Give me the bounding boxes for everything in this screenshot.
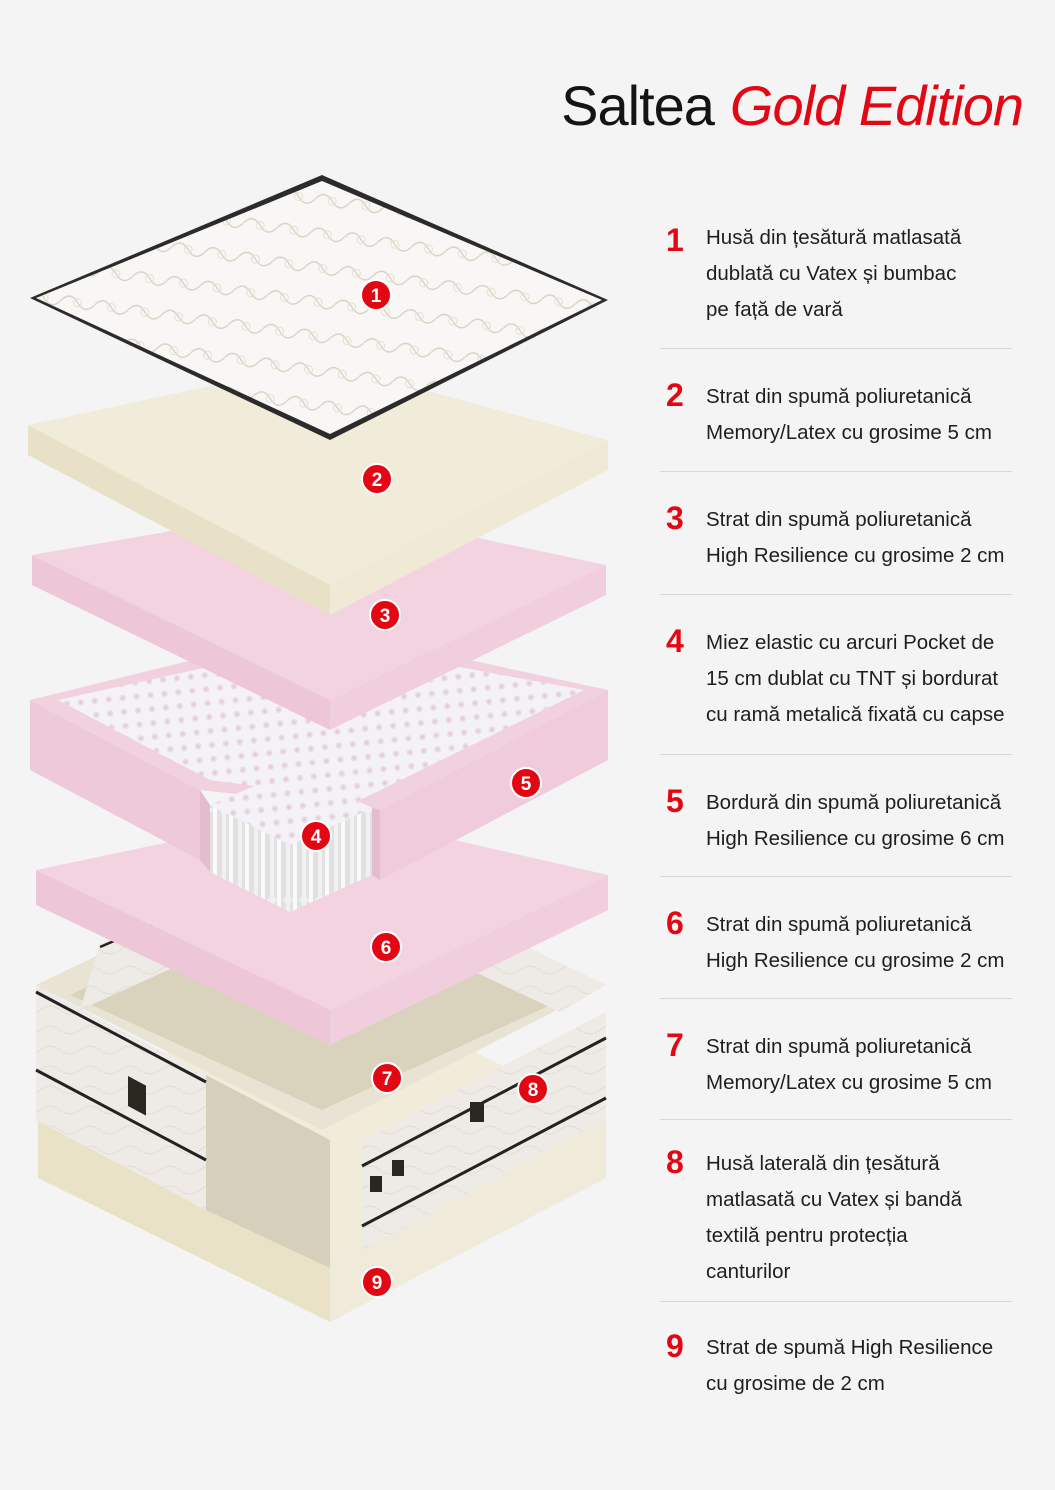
title-main: Saltea: [561, 74, 715, 137]
svg-text:2: 2: [372, 470, 383, 491]
title-accent: Gold Edition: [729, 74, 1024, 137]
legend-number: 2: [666, 377, 684, 413]
legend-description: Strat din spumă poliuretanică High Resil…: [706, 508, 1005, 567]
marker-1: 1: [360, 279, 392, 311]
marker-8: 8: [517, 1073, 549, 1105]
layer-1-shape: [30, 175, 608, 440]
layer-2-shape: [28, 362, 608, 615]
mattress-exploded-illustration: 1 2 3 4 5 6 7 8 9: [0, 160, 640, 1340]
legend-description: Husă din țesătură matlasată dublată cu V…: [706, 226, 962, 321]
legend-number: 7: [666, 1027, 684, 1063]
legend-item-5: 5 Bordură din spumă poliuretanică High R…: [660, 755, 1012, 877]
layer-legend: 1 Husă din țesătură matlasată dublată cu…: [660, 218, 1012, 1412]
legend-item-4: 4 Miez elastic cu arcuri Pocket de 15 cm…: [660, 595, 1012, 755]
legend-number: 8: [666, 1144, 684, 1180]
legend-item-3: 3 Strat din spumă poliuretanică High Res…: [660, 472, 1012, 595]
legend-description: Husă laterală din țesătură matlasată cu …: [706, 1152, 963, 1283]
legend-description: Strat din spumă poliuretanică Memory/Lat…: [706, 385, 992, 444]
legend-description: Bordură din spumă poliuretanică High Res…: [706, 791, 1005, 850]
marker-5: 5: [510, 767, 542, 799]
marker-9: 9: [361, 1266, 393, 1298]
marker-4: 4: [300, 820, 332, 852]
legend-item-9: 9 Strat de spumă High Resilience cu gros…: [660, 1302, 1012, 1412]
svg-text:9: 9: [372, 1273, 383, 1294]
legend-number: 6: [666, 905, 684, 941]
legend-number: 4: [666, 623, 684, 659]
legend-number: 5: [666, 783, 684, 819]
legend-number: 1: [666, 222, 684, 258]
legend-number: 9: [666, 1328, 684, 1364]
marker-2: 2: [361, 463, 393, 495]
legend-number: 3: [666, 500, 684, 536]
layer-6-shape: [36, 810, 608, 1045]
marker-3: 3: [369, 599, 401, 631]
legend-item-8: 8 Husă laterală din țesătură matlasată c…: [660, 1120, 1012, 1302]
svg-text:7: 7: [382, 1069, 393, 1090]
mattress-layers-svg: 1 2 3 4 5 6 7 8 9: [28, 175, 608, 1322]
legend-description: Miez elastic cu arcuri Pocket de 15 cm d…: [706, 631, 1005, 726]
legend-item-7: 7 Strat din spumă poliuretanică Memory/L…: [660, 999, 1012, 1120]
svg-text:8: 8: [528, 1080, 539, 1101]
marker-7: 7: [371, 1062, 403, 1094]
legend-description: Strat din spumă poliuretanică High Resil…: [706, 913, 1005, 972]
legend-description: Strat din spumă poliuretanică Memory/Lat…: [706, 1035, 992, 1094]
layer-4-5-shape: [30, 628, 608, 912]
legend-item-2: 2 Strat din spumă poliuretanică Memory/L…: [660, 349, 1012, 472]
svg-text:4: 4: [311, 827, 322, 848]
legend-item-1: 1 Husă din țesătură matlasată dublată cu…: [660, 220, 1012, 349]
svg-text:5: 5: [521, 774, 532, 795]
legend-item-6: 6 Strat din spumă poliuretanică High Res…: [660, 877, 1012, 999]
legend-description: Strat de spumă High Resilience cu grosim…: [706, 1336, 994, 1395]
marker-6: 6: [370, 931, 402, 963]
svg-text:1: 1: [371, 286, 382, 307]
svg-text:3: 3: [380, 606, 391, 627]
svg-text:6: 6: [381, 938, 392, 959]
